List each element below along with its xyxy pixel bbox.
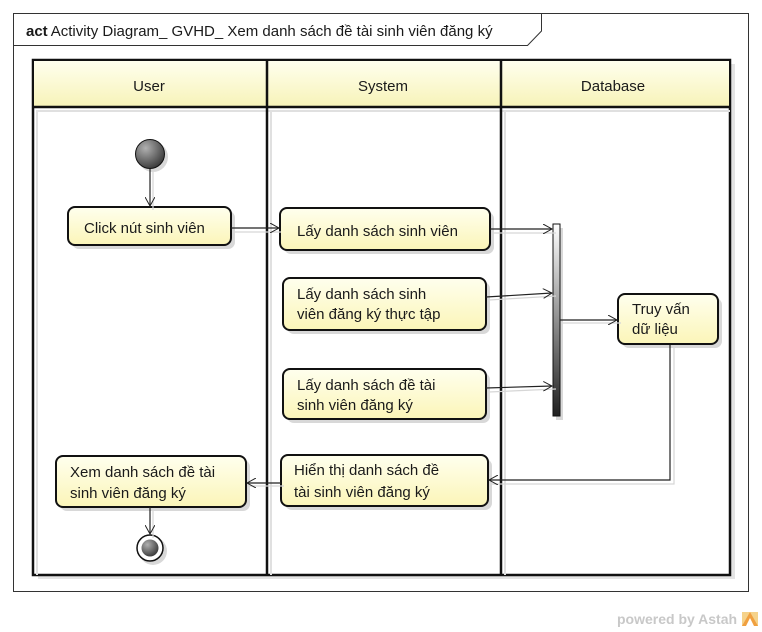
flow-query-to-show <box>489 345 671 480</box>
lane-header-database <box>502 61 729 107</box>
astah-logo-icon <box>742 612 758 626</box>
action-show-topics[interactable]: Hiển thị danh sách đề tài sinh viên đăng… <box>280 454 492 510</box>
lane-header-system <box>268 61 500 107</box>
flow-get-internship-to-fork <box>485 293 552 297</box>
action-get-internship[interactable]: Lấy danh sách sinh viên đăng ký thực tập <box>282 277 490 334</box>
action-view-topics-line2: sinh viên đăng ký <box>70 485 186 502</box>
action-view-topics[interactable]: Xem danh sách đề tài sinh viên đăng ký <box>55 455 250 511</box>
action-get-students[interactable]: Lấy danh sách sinh viên <box>279 207 494 254</box>
lane-title-database: Database <box>581 78 645 95</box>
action-get-topics-line1: Lấy danh sách đề tài <box>297 377 435 394</box>
action-show-topics-line1: Hiển thị danh sách đề <box>294 462 439 479</box>
action-query-data-line2: dữ liệu <box>632 321 678 338</box>
lane-title-user: User <box>133 78 165 95</box>
initial-node[interactable] <box>135 139 165 169</box>
action-get-students-label: Lấy danh sách sinh viên <box>297 223 458 240</box>
action-get-internship-line2: viên đăng ký thực tập <box>297 306 440 323</box>
flows <box>150 169 671 534</box>
fork-bar[interactable] <box>552 223 561 417</box>
frame-title-tab <box>13 13 542 46</box>
action-click-student-label: Click nút sinh viên <box>84 220 205 237</box>
flow-get-topics-to-fork <box>485 386 552 388</box>
action-view-topics-line1: Xem danh sách đề tài <box>70 464 215 481</box>
action-click-student[interactable]: Click nút sinh viên <box>67 206 235 249</box>
final-node-center <box>141 539 159 557</box>
action-query-data-line1: Truy vấn <box>632 301 690 318</box>
lane-header-user <box>34 61 266 107</box>
action-show-topics-line2: tài sinh viên đăng ký <box>294 484 430 501</box>
action-query-data[interactable]: Truy vấn dữ liệu <box>617 293 722 348</box>
action-get-topics-line2: sinh viên đăng ký <box>297 397 413 414</box>
watermark-text: powered by Astah <box>617 611 737 627</box>
action-get-topics[interactable]: Lấy danh sách đề tài sinh viên đăng ký <box>282 368 490 423</box>
action-get-internship-line1: Lấy danh sách sinh <box>297 286 426 303</box>
lane-title-system: System <box>358 78 408 95</box>
